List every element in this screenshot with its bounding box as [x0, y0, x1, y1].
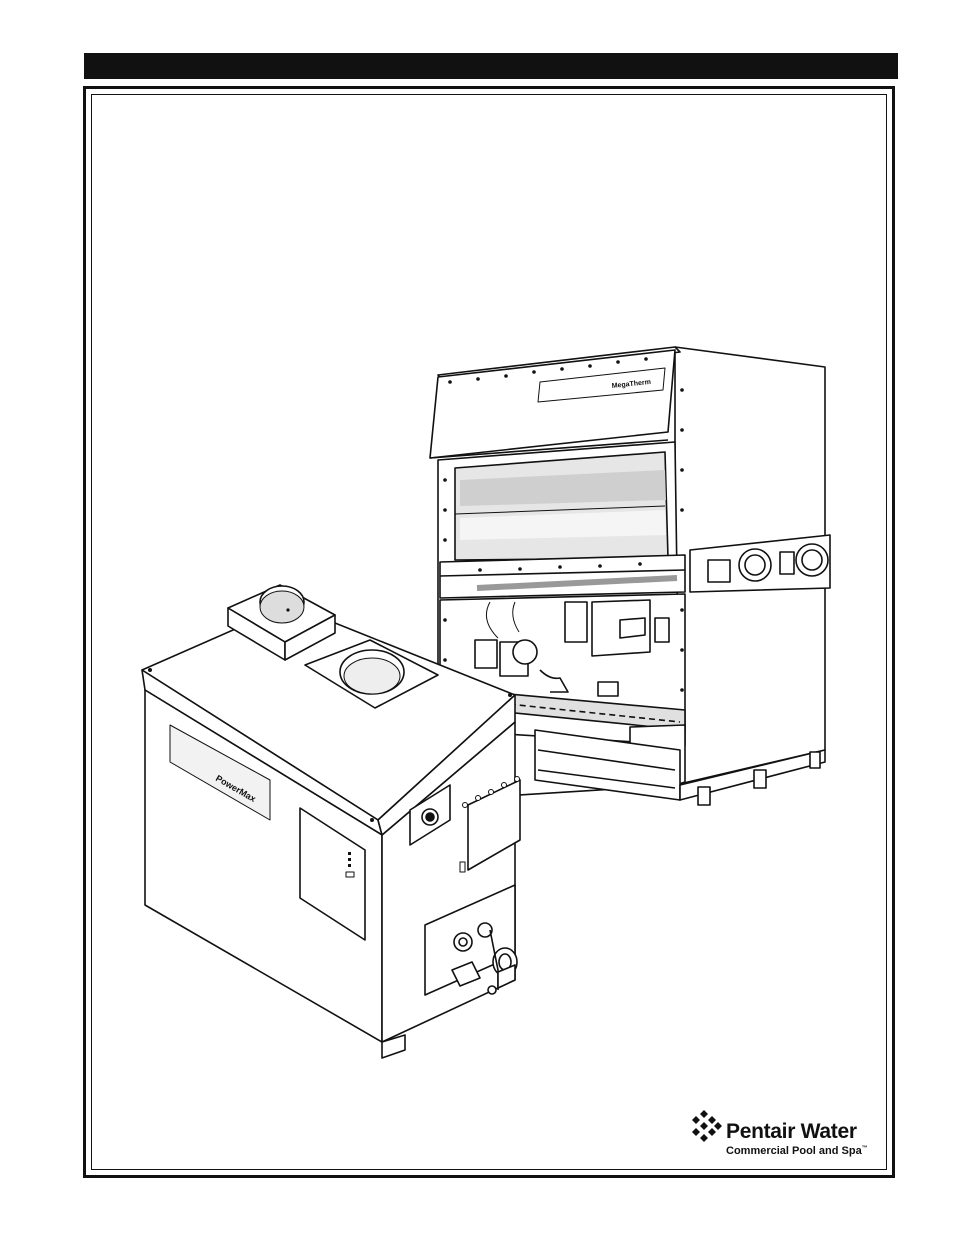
heater-illustration: MegaTherm [120, 330, 840, 1070]
logo-tagline-text: Commercial Pool and Spa [726, 1145, 862, 1157]
logo-trademark: ™ [862, 1145, 868, 1151]
logo-company-name: Pentair Water [726, 1120, 857, 1144]
pentair-logo: Pentair Water Commercial Pool and Spa™ [690, 1110, 890, 1160]
header-bar [84, 53, 898, 79]
logo-tagline: Commercial Pool and Spa™ [726, 1145, 868, 1157]
pentair-diamond-icon [690, 1110, 722, 1146]
